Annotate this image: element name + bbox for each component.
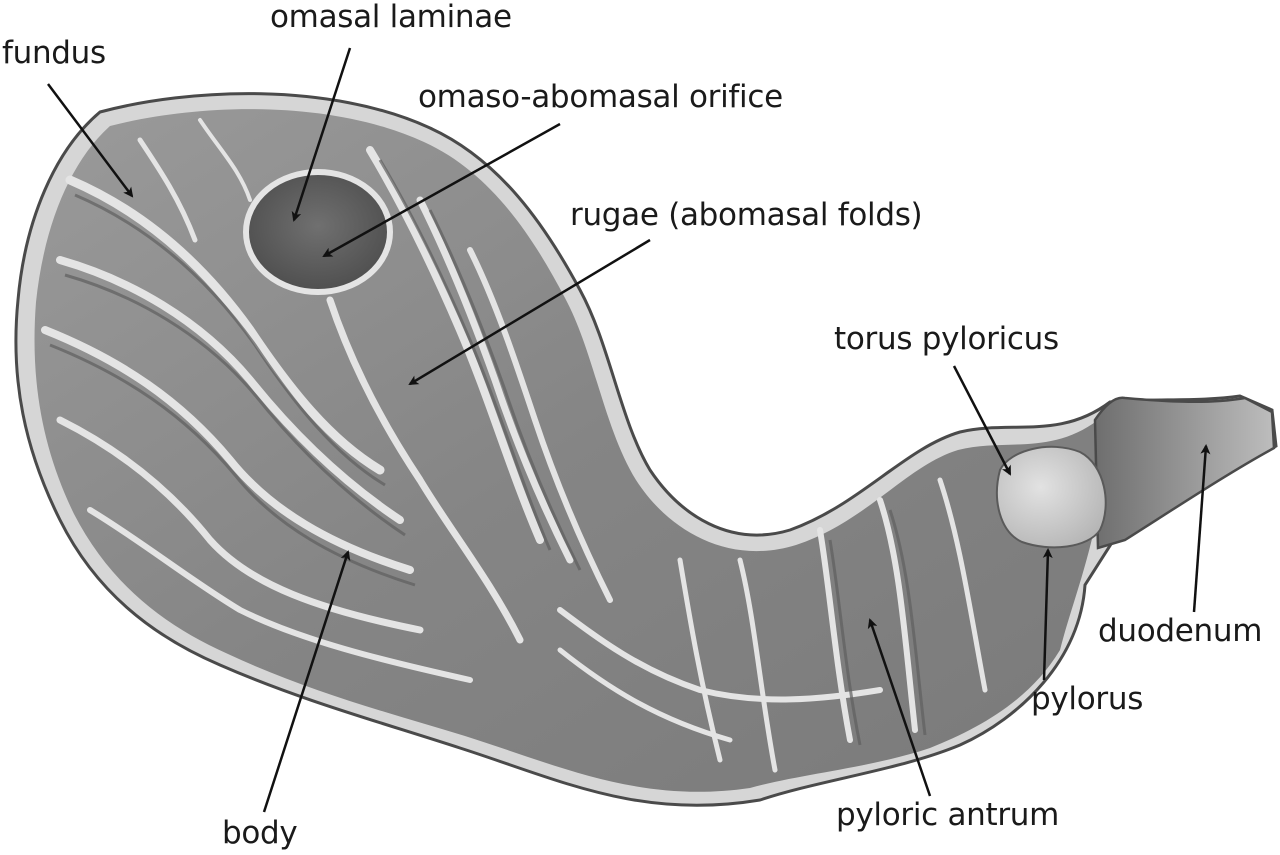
leader-arrows bbox=[47, 47, 1211, 813]
fold bbox=[677, 557, 723, 763]
fold bbox=[737, 557, 778, 773]
label-torus-pyloricus: torus pyloricus bbox=[834, 321, 1059, 357]
abomasum-illustration bbox=[14, 92, 1278, 807]
arrow-omasal-laminae bbox=[291, 47, 352, 222]
arrow-fundus bbox=[47, 83, 134, 198]
omaso-abomasal-orifice-shape bbox=[243, 169, 393, 295]
arrow-rugae bbox=[408, 238, 651, 386]
fold bbox=[467, 247, 613, 603]
fold bbox=[877, 497, 918, 733]
arrow-torus-pyloricus bbox=[952, 365, 1012, 476]
fold bbox=[41, 326, 414, 574]
duodenum-tube bbox=[1093, 396, 1276, 550]
fold bbox=[56, 256, 404, 524]
rugae-folds bbox=[41, 118, 988, 773]
arrow-duodenum bbox=[1192, 444, 1211, 613]
arrow-body bbox=[262, 550, 351, 813]
fold bbox=[326, 296, 524, 644]
fold bbox=[937, 477, 988, 693]
label-rugae: rugae (abomasal folds) bbox=[570, 197, 923, 233]
fold bbox=[65, 175, 385, 475]
fold bbox=[557, 647, 733, 743]
label-fundus: fundus bbox=[2, 35, 106, 71]
label-omaso-abomasal-orifice: omaso-abomasal orifice bbox=[418, 79, 783, 115]
fold bbox=[366, 146, 544, 544]
label-body: body bbox=[222, 815, 298, 851]
label-pylorus: pylorus bbox=[1031, 681, 1144, 717]
label-pyloric-antrum: pyloric antrum bbox=[836, 797, 1060, 833]
label-duodenum: duodenum bbox=[1098, 613, 1263, 649]
fold bbox=[416, 196, 574, 564]
arrow-omaso-abomasal-orifice bbox=[322, 122, 561, 258]
torus-pyloricus-shape bbox=[996, 445, 1107, 549]
fold bbox=[817, 527, 853, 743]
fold bbox=[557, 607, 883, 703]
fold bbox=[87, 507, 473, 683]
label-omasal-laminae: omasal laminae bbox=[270, 0, 512, 35]
arrow-pyloric-antrum bbox=[867, 618, 932, 797]
fold bbox=[137, 137, 198, 243]
arrow-pylorus bbox=[1042, 548, 1053, 681]
fold bbox=[198, 118, 252, 202]
fold bbox=[56, 416, 424, 634]
